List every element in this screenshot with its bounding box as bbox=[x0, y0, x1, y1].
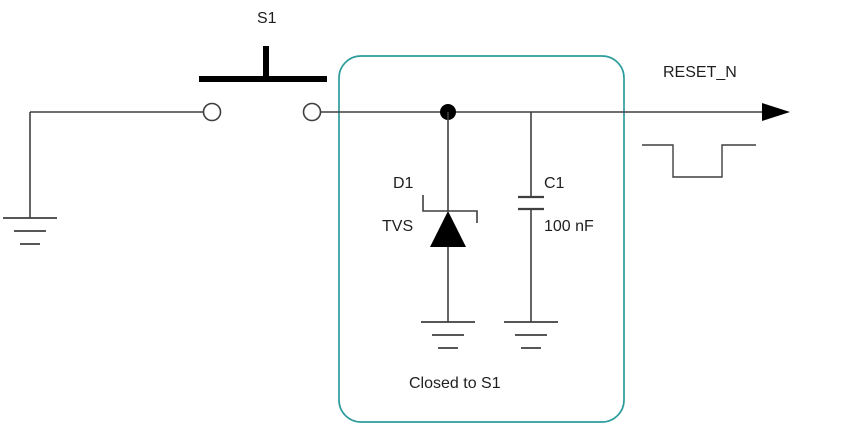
highlight-box bbox=[338, 55, 625, 423]
ground-icon bbox=[503, 321, 559, 349]
signal-arrowhead-icon bbox=[762, 103, 790, 121]
capacitor-symbol bbox=[503, 112, 559, 349]
signal-label: RESET_N bbox=[663, 64, 737, 81]
box-note-label: Closed to S1 bbox=[409, 375, 501, 392]
diode-cathode-bar bbox=[422, 195, 478, 223]
diode-type-label: TVS bbox=[382, 218, 413, 235]
capacitor-ref-label: C1 bbox=[544, 175, 565, 192]
switch-contact-right bbox=[302, 102, 322, 122]
tvs-diode-symbol bbox=[420, 112, 478, 349]
negative-pulse-waveform-icon bbox=[642, 144, 756, 178]
diode-triangle bbox=[430, 211, 466, 247]
switch-contact-left bbox=[202, 102, 222, 122]
capacitor-value-label: 100 nF bbox=[544, 218, 594, 235]
ground-icon bbox=[420, 321, 476, 349]
ground-icon bbox=[2, 217, 58, 245]
ground-symbol-left bbox=[2, 112, 58, 245]
pushbutton-switch-symbol bbox=[199, 46, 327, 122]
diode-ref-label: D1 bbox=[393, 175, 414, 192]
switch-label: S1 bbox=[257, 10, 277, 27]
